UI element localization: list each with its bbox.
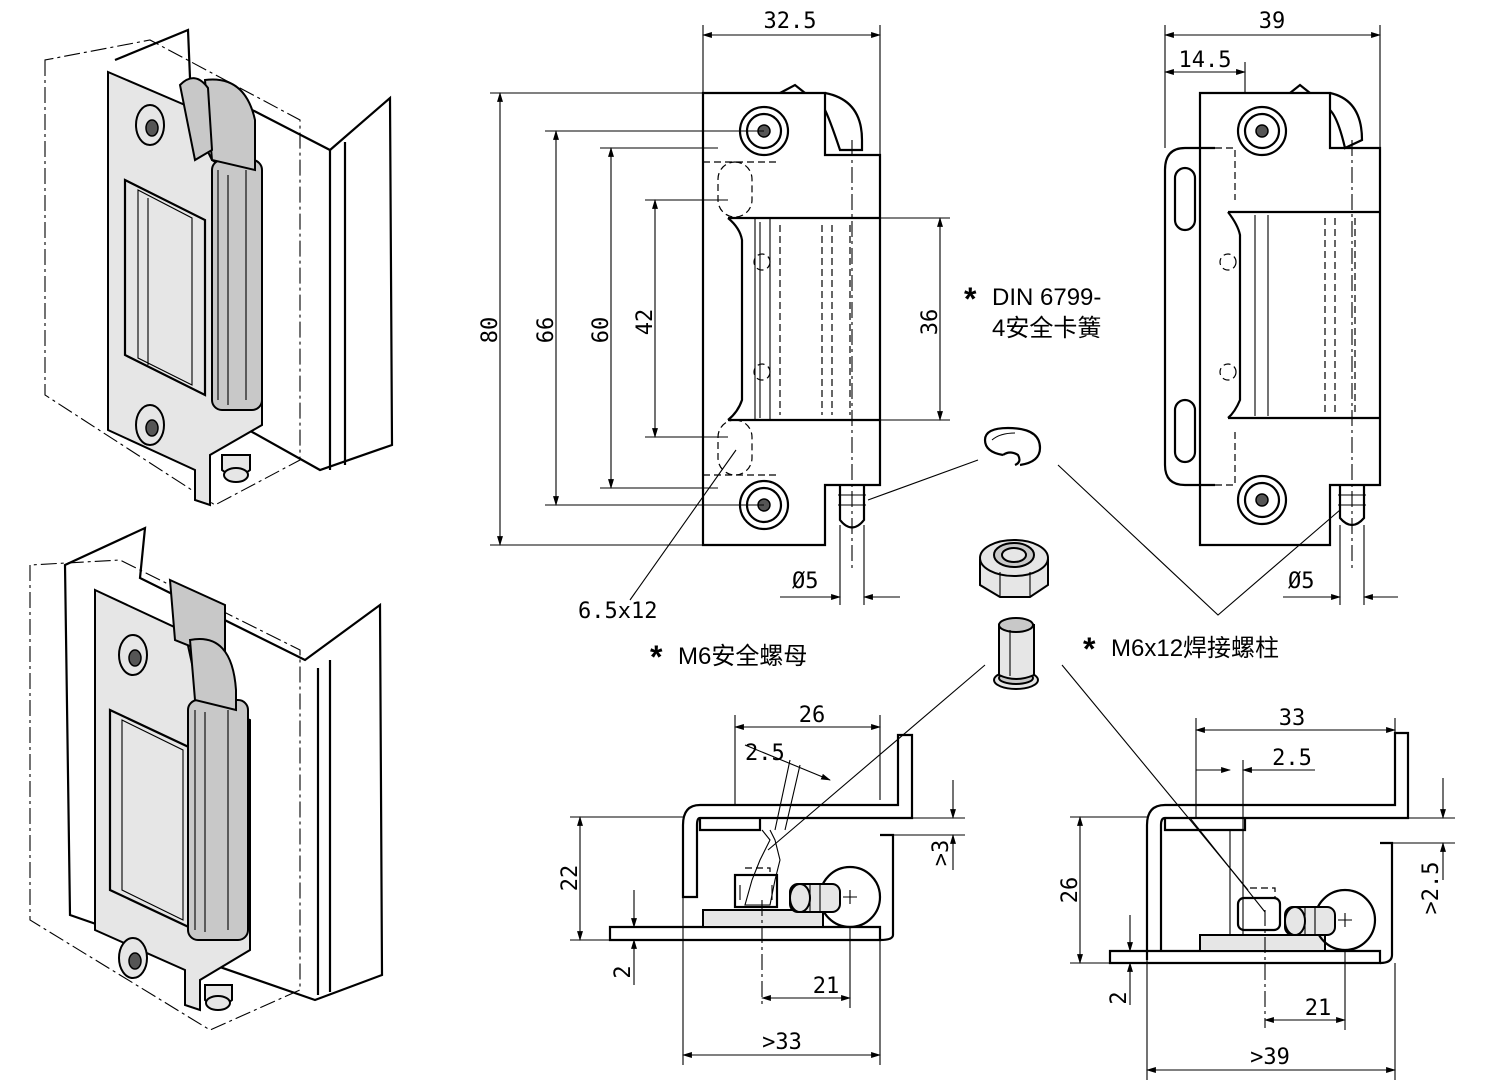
dim-width-39: 39 (1259, 9, 1286, 34)
callout-circlip-line2: 4安全卡簧 (992, 315, 1101, 342)
svg-text:*: * (964, 281, 977, 317)
callout-stud-text: M6x12焊接螺柱 (1111, 635, 1279, 662)
dim-pin-21: 21 (813, 974, 840, 999)
dim-height-80: 80 (478, 317, 503, 344)
dim-base-2: 2 (611, 965, 636, 978)
section-right-dimensions: 33 2.5 26 >2.5 2 21 >39 (1058, 706, 1455, 1080)
callout-nut-text: M6安全螺母 (678, 643, 807, 670)
dim-hole-spacing-66: 66 (534, 317, 559, 344)
section-view-left (608, 733, 914, 1005)
dim-pin-5-right: Ø5 (1288, 569, 1315, 594)
dim-width-32-5: 32.5 (764, 9, 817, 34)
circlip (983, 426, 1042, 467)
svg-text:*: * (1083, 631, 1096, 667)
dim-top-26: 26 (799, 703, 826, 728)
front-view-dimensions: 32.5 80 66 60 42 36 Ø5 6.5x12 (478, 9, 950, 624)
dim-offset-14-5: 14.5 (1179, 48, 1232, 73)
weld-stud (993, 617, 1039, 690)
dim-small-2-5: >2.5 (1419, 862, 1444, 915)
dim-pin-5: Ø5 (792, 569, 819, 594)
isometric-view-open (44, 28, 394, 507)
dim-leaf-36: 36 (918, 309, 943, 336)
dim-slot-6-5x12: 6.5x12 (578, 599, 657, 624)
side-view (1163, 83, 1382, 570)
dim-bottom-33: >33 (762, 1030, 802, 1055)
callout-circlip: * DIN 6799- 4安全卡簧 (964, 281, 1101, 342)
safety-nut (979, 539, 1049, 598)
side-view-dimensions: 39 14.5 Ø5 (1164, 9, 1398, 605)
callout-nut: * M6安全螺母 (650, 639, 807, 675)
dim-bottom-39: >39 (1250, 1045, 1290, 1070)
svg-text:*: * (650, 639, 663, 675)
section-view-right (1108, 731, 1410, 1028)
callout-circlip-line1: DIN 6799- (992, 284, 1101, 311)
section-left-dimensions: 26 2.5 22 >3 2 21 >33 (558, 703, 965, 1065)
dim-height-26: 26 (1058, 877, 1083, 904)
dim-pin-21-right: 21 (1305, 996, 1332, 1021)
callout-stud: * M6x12焊接螺柱 (1083, 631, 1279, 667)
dim-small-3: >3 (929, 840, 954, 867)
dim-top-33: 33 (1279, 706, 1306, 731)
front-view (701, 83, 882, 570)
dim-slot-spacing-60: 60 (589, 317, 614, 344)
leader-lines (767, 459, 1341, 891)
dim-height-22: 22 (558, 865, 583, 892)
dim-gap-2-5-right: 2.5 (1272, 746, 1312, 771)
dim-base-2-right: 2 (1107, 991, 1132, 1004)
dim-inner-42: 42 (633, 309, 658, 336)
isometric-view-closed (29, 526, 384, 1031)
dim-gap-2-5: 2.5 (745, 741, 785, 766)
